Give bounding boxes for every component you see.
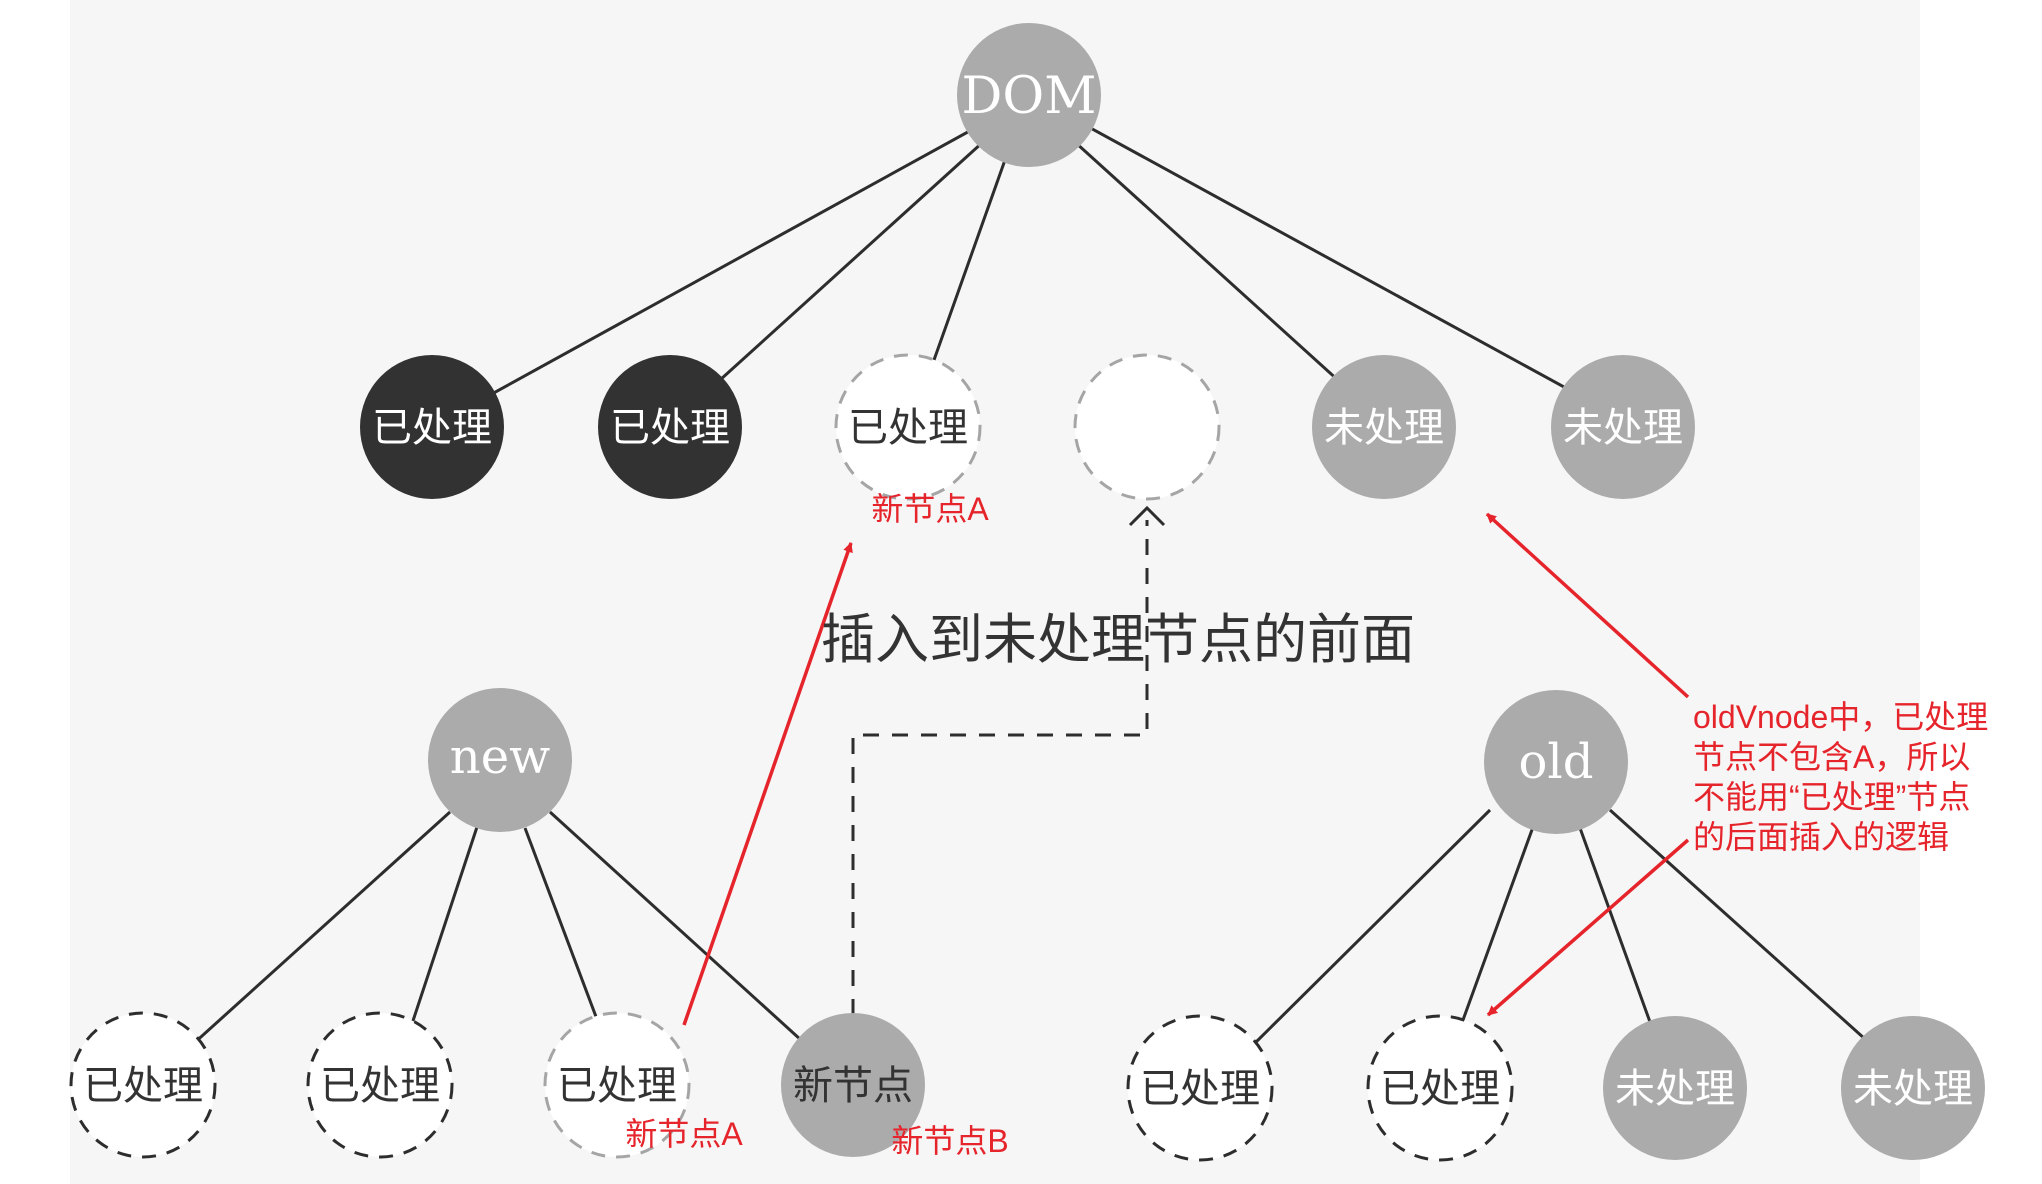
red-arrow-to-dom-unprocessed [1485, 512, 1690, 699]
old-child-2-node: 已处理 [1366, 1014, 1514, 1162]
edge-dom-child-2 [718, 140, 985, 382]
dom-child-6-circle [1551, 355, 1695, 499]
insert-dashed-path [851, 520, 1149, 1015]
insert-dashed-arrow [851, 520, 1149, 1015]
edge-old-child-4 [1608, 808, 1877, 1050]
edge-old-child-1 [1248, 808, 1492, 1050]
edge-dom-child-6 [1084, 123, 1576, 395]
old-child-1-circle [1126, 1014, 1274, 1162]
red-arrow-new-a [682, 542, 853, 1026]
new-child-3-node: 已处理 [543, 1011, 691, 1159]
dom-child-6-label: 未处理 [1563, 405, 1683, 451]
dom-root-label: DOM [962, 67, 1097, 126]
dom-child-6-node: 未处理 [1551, 355, 1695, 499]
dom-child-5-node: 未处理 [1312, 355, 1456, 499]
dom-child-3-label: 已处理 [848, 405, 968, 451]
new-child-4-node: 新节点 [781, 1013, 925, 1157]
new-root-node: new [428, 688, 572, 832]
background-panel [70, 0, 1920, 1184]
old-root-circle [1484, 690, 1628, 834]
dom-child-1-label: 已处理 [372, 405, 492, 451]
new-root-label: new [450, 729, 550, 785]
new-node-b-label: 新节点B [891, 1123, 1008, 1159]
note-block: oldVnode中，已处理 节点不包含A，所以 不能用“已处理”节点 的后面插入… [1693, 699, 1988, 855]
red-arrow-to-old-processed [1486, 838, 1690, 1017]
new-child-1-circle [69, 1011, 217, 1159]
old-child-3-node: 未处理 [1603, 1016, 1747, 1160]
edge-dom-child-5 [1074, 141, 1342, 384]
new-child-3-label: 已处理 [557, 1063, 677, 1109]
edge-old-child-3 [1578, 827, 1652, 1023]
old-root-node: old [1484, 690, 1628, 834]
note-line-2: 节点不包含A，所以 [1693, 739, 1970, 775]
insert-arrowhead [1128, 505, 1166, 527]
old-child-4-label: 未处理 [1853, 1066, 1973, 1112]
edge-new-child-2 [403, 826, 479, 1046]
edge-old-child-2 [1461, 826, 1535, 1021]
new-root-circle [428, 688, 572, 832]
dom-child-1-circle [360, 355, 504, 499]
dom-child-3-node: 已处理 [834, 353, 982, 501]
old-child-3-circle [1603, 1016, 1747, 1160]
dom-child-5-circle [1312, 355, 1456, 499]
dom-edges [489, 123, 1576, 397]
new-child-1-node: 已处理 [69, 1011, 217, 1159]
old-root-label: old [1519, 734, 1594, 790]
old-child-2-circle [1366, 1014, 1514, 1162]
dom-child-1-node: 已处理 [360, 355, 504, 499]
edge-dom-child-1 [489, 126, 976, 397]
old-child-4-node: 未处理 [1841, 1016, 1985, 1160]
old-child-2-label: 已处理 [1380, 1066, 1500, 1112]
edge-new-child-3 [523, 827, 600, 1023]
dom-child-3-circle [834, 353, 982, 501]
new-child-2-label: 已处理 [320, 1063, 440, 1109]
dom-child-2-node: 已处理 [598, 355, 742, 499]
dom-root-circle [957, 23, 1101, 167]
new-child-4-circle [781, 1013, 925, 1157]
dom-root-node: DOM [957, 23, 1101, 167]
new-edges [190, 810, 814, 1052]
new-child-4-label: 新节点 [793, 1063, 913, 1109]
new-node-a-bottom-label: 新节点A [625, 1116, 743, 1152]
old-child-4-circle [1841, 1016, 1985, 1160]
edge-dom-child-3 [932, 159, 1007, 361]
note-line-3: 不能用“已处理”节点 [1693, 779, 1970, 815]
new-child-3-circle [543, 1011, 691, 1159]
old-child-1-node: 已处理 [1126, 1014, 1274, 1162]
old-child-1-label: 已处理 [1140, 1066, 1260, 1112]
note-line-1: oldVnode中，已处理 [1693, 699, 1988, 735]
dom-child-2-circle [598, 355, 742, 499]
new-child-2-node: 已处理 [306, 1011, 454, 1159]
note-line-4: 的后面插入的逻辑 [1693, 819, 1949, 855]
dom-child-2-label: 已处理 [610, 405, 730, 451]
new-child-2-circle [306, 1011, 454, 1159]
old-child-3-label: 未处理 [1615, 1066, 1735, 1112]
edge-new-child-4 [548, 810, 814, 1052]
new-node-a-top-label: 新节点A [871, 491, 989, 527]
old-edges [1248, 808, 1877, 1050]
dom-child-4-circle [1073, 353, 1221, 501]
dom-child-4-node [1073, 353, 1221, 501]
edge-new-child-1 [190, 810, 452, 1047]
red-arrows [682, 512, 1690, 1026]
dom-child-5-label: 未处理 [1324, 405, 1444, 451]
new-child-1-label: 已处理 [83, 1063, 203, 1109]
insert-caption: 插入到未处理节点的前面 [821, 608, 1415, 671]
